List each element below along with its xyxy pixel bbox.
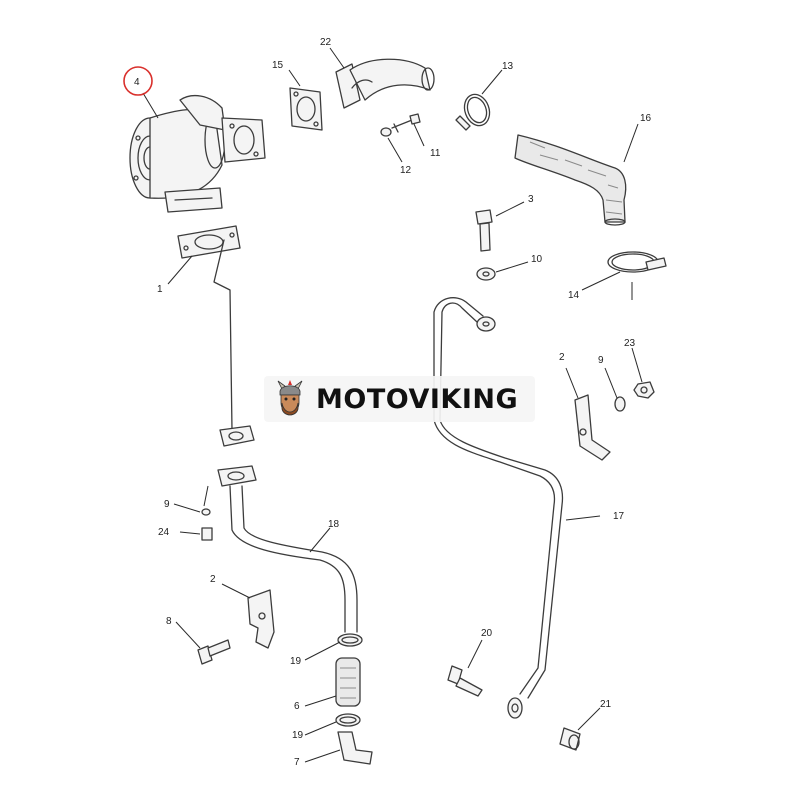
viking-logo-icon xyxy=(277,380,303,416)
callout-6: 6 xyxy=(294,701,300,712)
bolt-8 xyxy=(197,639,231,665)
callout-4: 4 xyxy=(134,77,140,88)
bolt-11 xyxy=(391,113,421,133)
callout-13: 13 xyxy=(502,61,514,72)
bracket-2-lower xyxy=(247,589,275,649)
callout-8: 8 xyxy=(166,616,172,627)
elbow-22 xyxy=(335,58,435,109)
callout-labels: 4 15 22 13 16 11 12 3 10 14 1 2 9 23 17 … xyxy=(134,37,652,768)
adapter-21 xyxy=(559,727,581,751)
callout-19-upper: 19 xyxy=(290,656,302,667)
highlight-circle xyxy=(123,66,153,96)
bolt-24 xyxy=(201,527,213,541)
callout-24: 24 xyxy=(158,527,170,538)
callout-16: 16 xyxy=(640,113,652,124)
washer-9-lower xyxy=(201,508,211,516)
hose-6 xyxy=(335,657,361,707)
callout-9-upper: 9 xyxy=(598,355,604,366)
callout-2-lower: 2 xyxy=(210,574,216,585)
callout-19-lower: 19 xyxy=(292,730,304,741)
washer-10 xyxy=(476,267,496,281)
callout-10: 10 xyxy=(531,254,543,265)
washer-12 xyxy=(380,127,392,137)
bolt-20 xyxy=(447,665,483,697)
clamp-19-upper xyxy=(337,633,363,647)
callout-15: 15 xyxy=(272,60,284,71)
callout-3: 3 xyxy=(528,194,534,205)
watermark-text: MOTOVIKING xyxy=(316,383,519,415)
callout-18: 18 xyxy=(328,519,340,530)
bolt-3 xyxy=(475,209,493,252)
leader-lines xyxy=(142,47,643,763)
callout-1: 1 xyxy=(157,284,163,295)
drain-line-18 xyxy=(213,239,358,633)
callout-22: 22 xyxy=(320,37,332,48)
callout-14: 14 xyxy=(568,290,580,301)
hose-16 xyxy=(514,134,627,226)
callout-7: 7 xyxy=(294,757,300,768)
banjo-fitting xyxy=(476,316,496,332)
bolt-24-link xyxy=(203,485,209,507)
callout-17: 17 xyxy=(613,511,625,522)
gasket-15 xyxy=(289,87,323,131)
clamp-13 xyxy=(455,93,491,131)
callout-9-lower: 9 xyxy=(164,499,170,510)
drain-gasket-lower xyxy=(217,465,257,487)
watermark: MOTOVIKING xyxy=(264,376,535,422)
nut-23 xyxy=(633,381,655,399)
clamp-14 xyxy=(607,251,667,273)
clamp-19-lower xyxy=(335,713,361,727)
callout-20: 20 xyxy=(481,628,493,639)
elbow-7 xyxy=(337,731,373,765)
oil-line-17 xyxy=(433,297,564,699)
callout-2-upper: 2 xyxy=(559,352,565,363)
drain-gasket-upper xyxy=(219,425,255,447)
callout-12: 12 xyxy=(400,165,412,176)
line-end-fitting xyxy=(507,697,523,719)
gasket-1 xyxy=(177,225,241,259)
washer-9-upper xyxy=(614,396,626,412)
bracket-2-upper xyxy=(574,394,611,461)
turbocharger xyxy=(129,94,266,213)
callout-11: 11 xyxy=(430,148,441,159)
callout-21: 21 xyxy=(600,699,612,710)
callout-23: 23 xyxy=(624,338,636,349)
